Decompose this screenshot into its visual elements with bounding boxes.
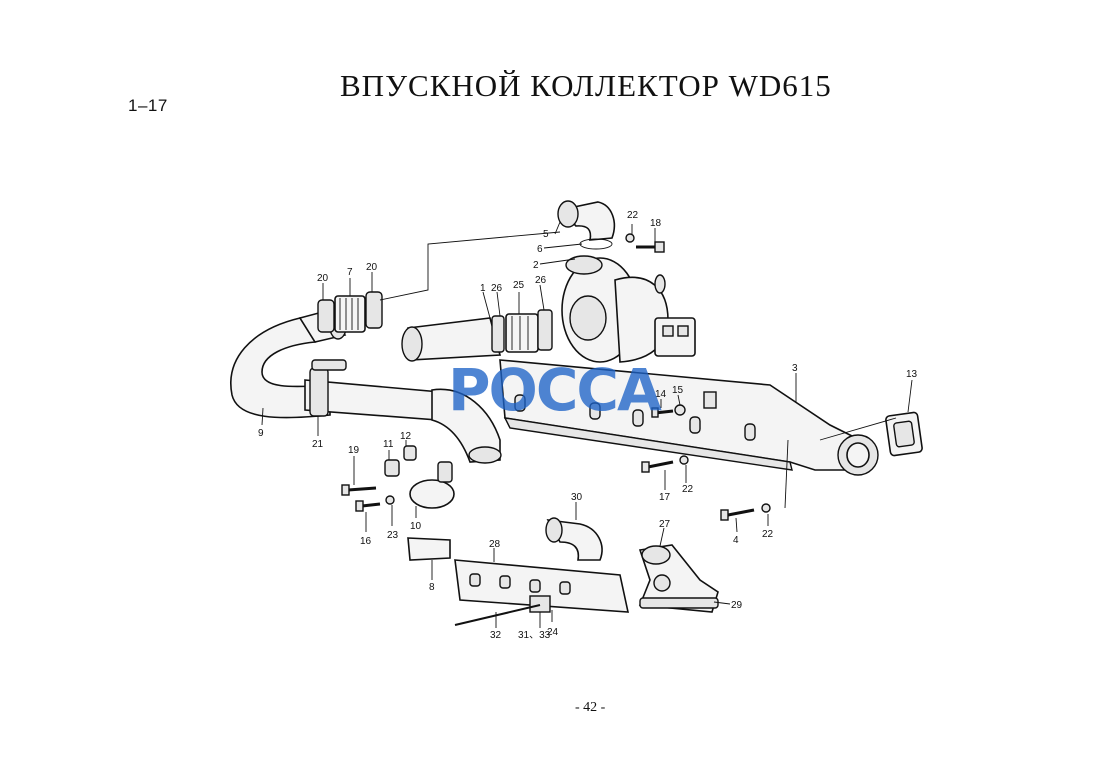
callout-22b: 22	[682, 484, 694, 495]
gasket-part-13	[819, 411, 923, 457]
callout-12: 12	[400, 431, 412, 442]
callout-14: 14	[655, 389, 667, 400]
callout-2: 2	[533, 260, 539, 271]
callout-19: 19	[348, 445, 360, 456]
callout-4: 4	[733, 535, 739, 546]
callout-27: 27	[659, 519, 671, 530]
callout-labels: 1 2 3 4 5 6 7 8 9 10 11 12 13 14 15 16 1…	[258, 210, 918, 641]
manifold-part-28	[454, 559, 630, 626]
callout-7: 7	[347, 267, 353, 278]
watermark-logo: РОССА	[448, 356, 662, 424]
callout-31-33: 31、33	[518, 630, 551, 641]
bolts-washers	[641, 404, 789, 521]
callout-20a: 20	[317, 273, 329, 284]
callout-11: 11	[383, 439, 394, 450]
callout-22a: 22	[627, 210, 639, 221]
callout-28: 28	[489, 539, 501, 550]
callout-16: 16	[360, 536, 372, 547]
callout-25: 25	[513, 280, 525, 291]
page-number: - 42 -	[575, 700, 606, 715]
bracket-part-8	[407, 537, 451, 580]
callout-8: 8	[429, 582, 435, 593]
callout-24: 24	[547, 627, 559, 638]
reducer-hose-part-1	[401, 309, 553, 362]
callout-9: 9	[258, 428, 264, 439]
callout-5: 5	[543, 229, 549, 240]
callout-18: 18	[650, 218, 662, 229]
callout-26b: 26	[535, 275, 547, 286]
elbow-part-30	[545, 517, 603, 561]
callout-29: 29	[731, 600, 743, 611]
hose-clamps-7-20	[317, 291, 383, 333]
leader-lines	[261, 221, 913, 628]
outlet-housing-part-27	[638, 544, 719, 613]
callout-13: 13	[906, 369, 918, 380]
callout-1: 1	[480, 283, 486, 294]
callout-32: 32	[490, 630, 502, 641]
callout-23: 23	[387, 530, 399, 541]
callout-17: 17	[659, 492, 671, 503]
callout-3: 3	[792, 363, 798, 374]
callout-15: 15	[672, 385, 684, 396]
callout-6: 6	[537, 244, 543, 255]
elbow-part-5	[557, 200, 616, 250]
turbocharger	[561, 255, 696, 363]
callout-26a: 26	[491, 283, 503, 294]
bolt-part-18	[625, 233, 665, 253]
callout-30: 30	[571, 492, 583, 503]
callout-22c: 22	[762, 529, 774, 540]
callout-10: 10	[410, 521, 422, 532]
callout-20b: 20	[366, 262, 378, 273]
page-code: 1–17	[128, 96, 168, 115]
charge-air-pipe	[304, 359, 502, 464]
clamp-assembly-part-10	[341, 445, 455, 512]
callout-21: 21	[312, 439, 324, 450]
page-title: ВПУСКНОЙ КОЛЛЕКТОР WD615	[340, 68, 832, 103]
